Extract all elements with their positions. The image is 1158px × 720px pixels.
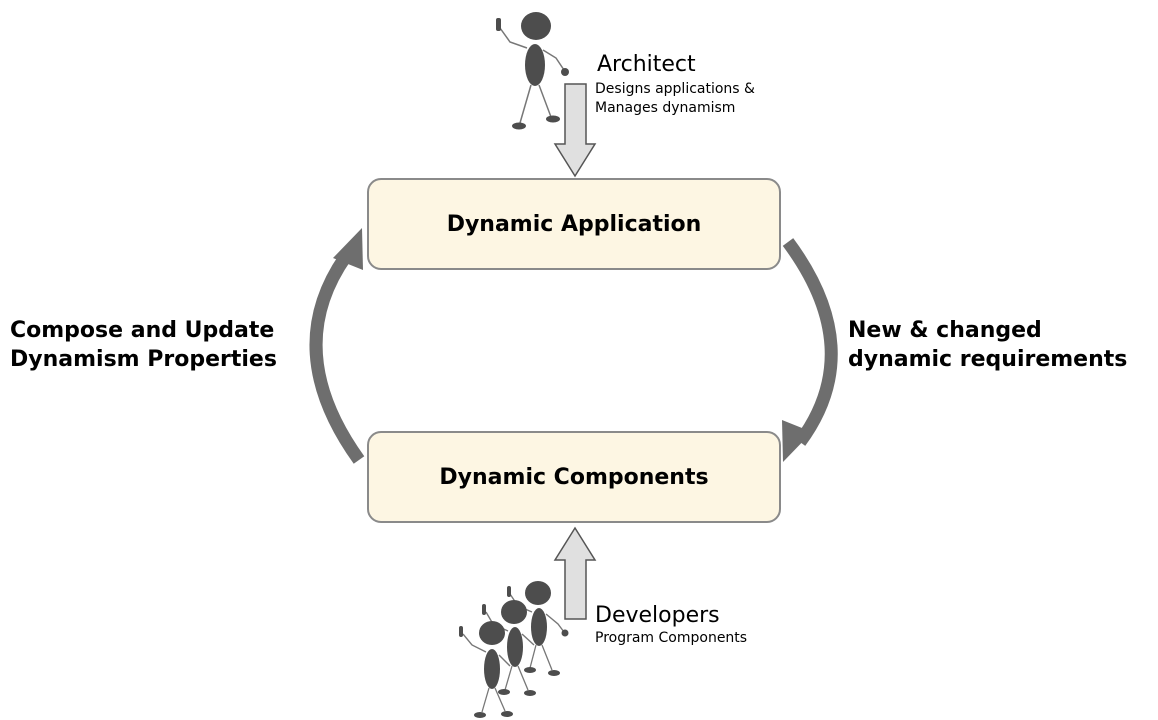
requirements-label-line1: New & changed [848, 318, 1042, 343]
developers-title: Developers [595, 603, 720, 628]
dynamic-components-label: Dynamic Components [439, 465, 708, 490]
requirements-cycle-arrow [782, 238, 838, 462]
architect-input-arrow [553, 83, 597, 178]
architect-description-line1: Designs applications & [595, 81, 755, 97]
compose-cycle-arrow [309, 228, 365, 464]
compose-label-line1: Compose and Update [10, 318, 274, 343]
developers-input-arrow [553, 526, 597, 620]
dynamic-application-box: Dynamic Application [367, 178, 781, 270]
compose-label-line2: Dynamism Properties [10, 347, 277, 372]
developers-description: Program Components [595, 630, 747, 646]
developers-group-icon [459, 581, 569, 718]
architect-figure-icon [496, 12, 569, 130]
requirements-label-line2: dynamic requirements [848, 347, 1127, 372]
dynamic-application-label: Dynamic Application [447, 212, 702, 237]
architect-description-line2: Manages dynamism [595, 100, 735, 116]
dynamic-components-box: Dynamic Components [367, 431, 781, 523]
architect-title: Architect [597, 52, 696, 77]
developer-figure-icon [459, 621, 513, 718]
